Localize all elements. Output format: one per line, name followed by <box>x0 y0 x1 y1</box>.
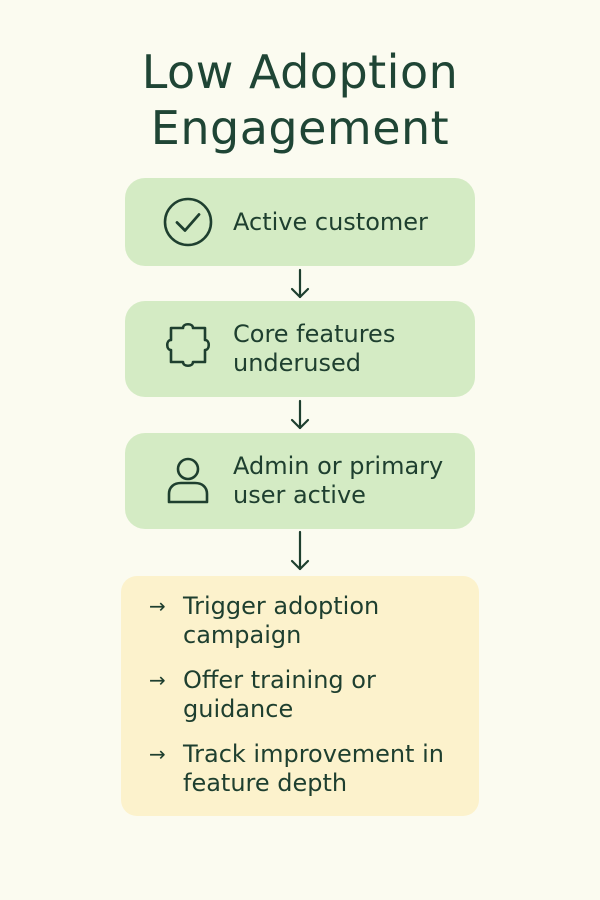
step-admin-user-active: Admin or primary user active <box>125 433 475 529</box>
action-item: → Offer training or guidance <box>149 666 465 724</box>
action-label: Trigger adoption campaign <box>183 592 380 649</box>
right-arrow-icon: → <box>149 668 166 692</box>
step-label: Active customer <box>233 207 428 236</box>
step-core-features-underused: Core features underused <box>125 301 475 397</box>
right-arrow-icon: → <box>149 594 166 618</box>
down-arrow-icon <box>288 268 312 300</box>
action-label: Track improvement in feature depth <box>183 740 444 797</box>
diagram-title-line-1: Low Adoption <box>141 45 459 99</box>
down-arrow-icon <box>288 399 312 431</box>
user-icon <box>161 454 215 508</box>
diagram-title: Low Adoption Engagement <box>0 44 600 156</box>
check-circle-icon <box>161 195 215 249</box>
actions-box: → Trigger adoption campaign → Offer trai… <box>121 576 479 816</box>
diagram-title-line-2: Engagement <box>150 101 450 155</box>
down-arrow-icon <box>288 530 312 572</box>
step-active-customer: Active customer <box>125 178 475 266</box>
step-label: Core features underused <box>233 320 396 377</box>
step-label: Admin or primary user active <box>233 452 444 509</box>
right-arrow-icon: → <box>149 742 166 766</box>
action-label: Offer training or guidance <box>183 666 376 723</box>
action-item: → Track improvement in feature depth <box>149 740 465 798</box>
action-item: → Trigger adoption campaign <box>149 592 465 650</box>
puzzle-piece-icon <box>161 322 215 376</box>
